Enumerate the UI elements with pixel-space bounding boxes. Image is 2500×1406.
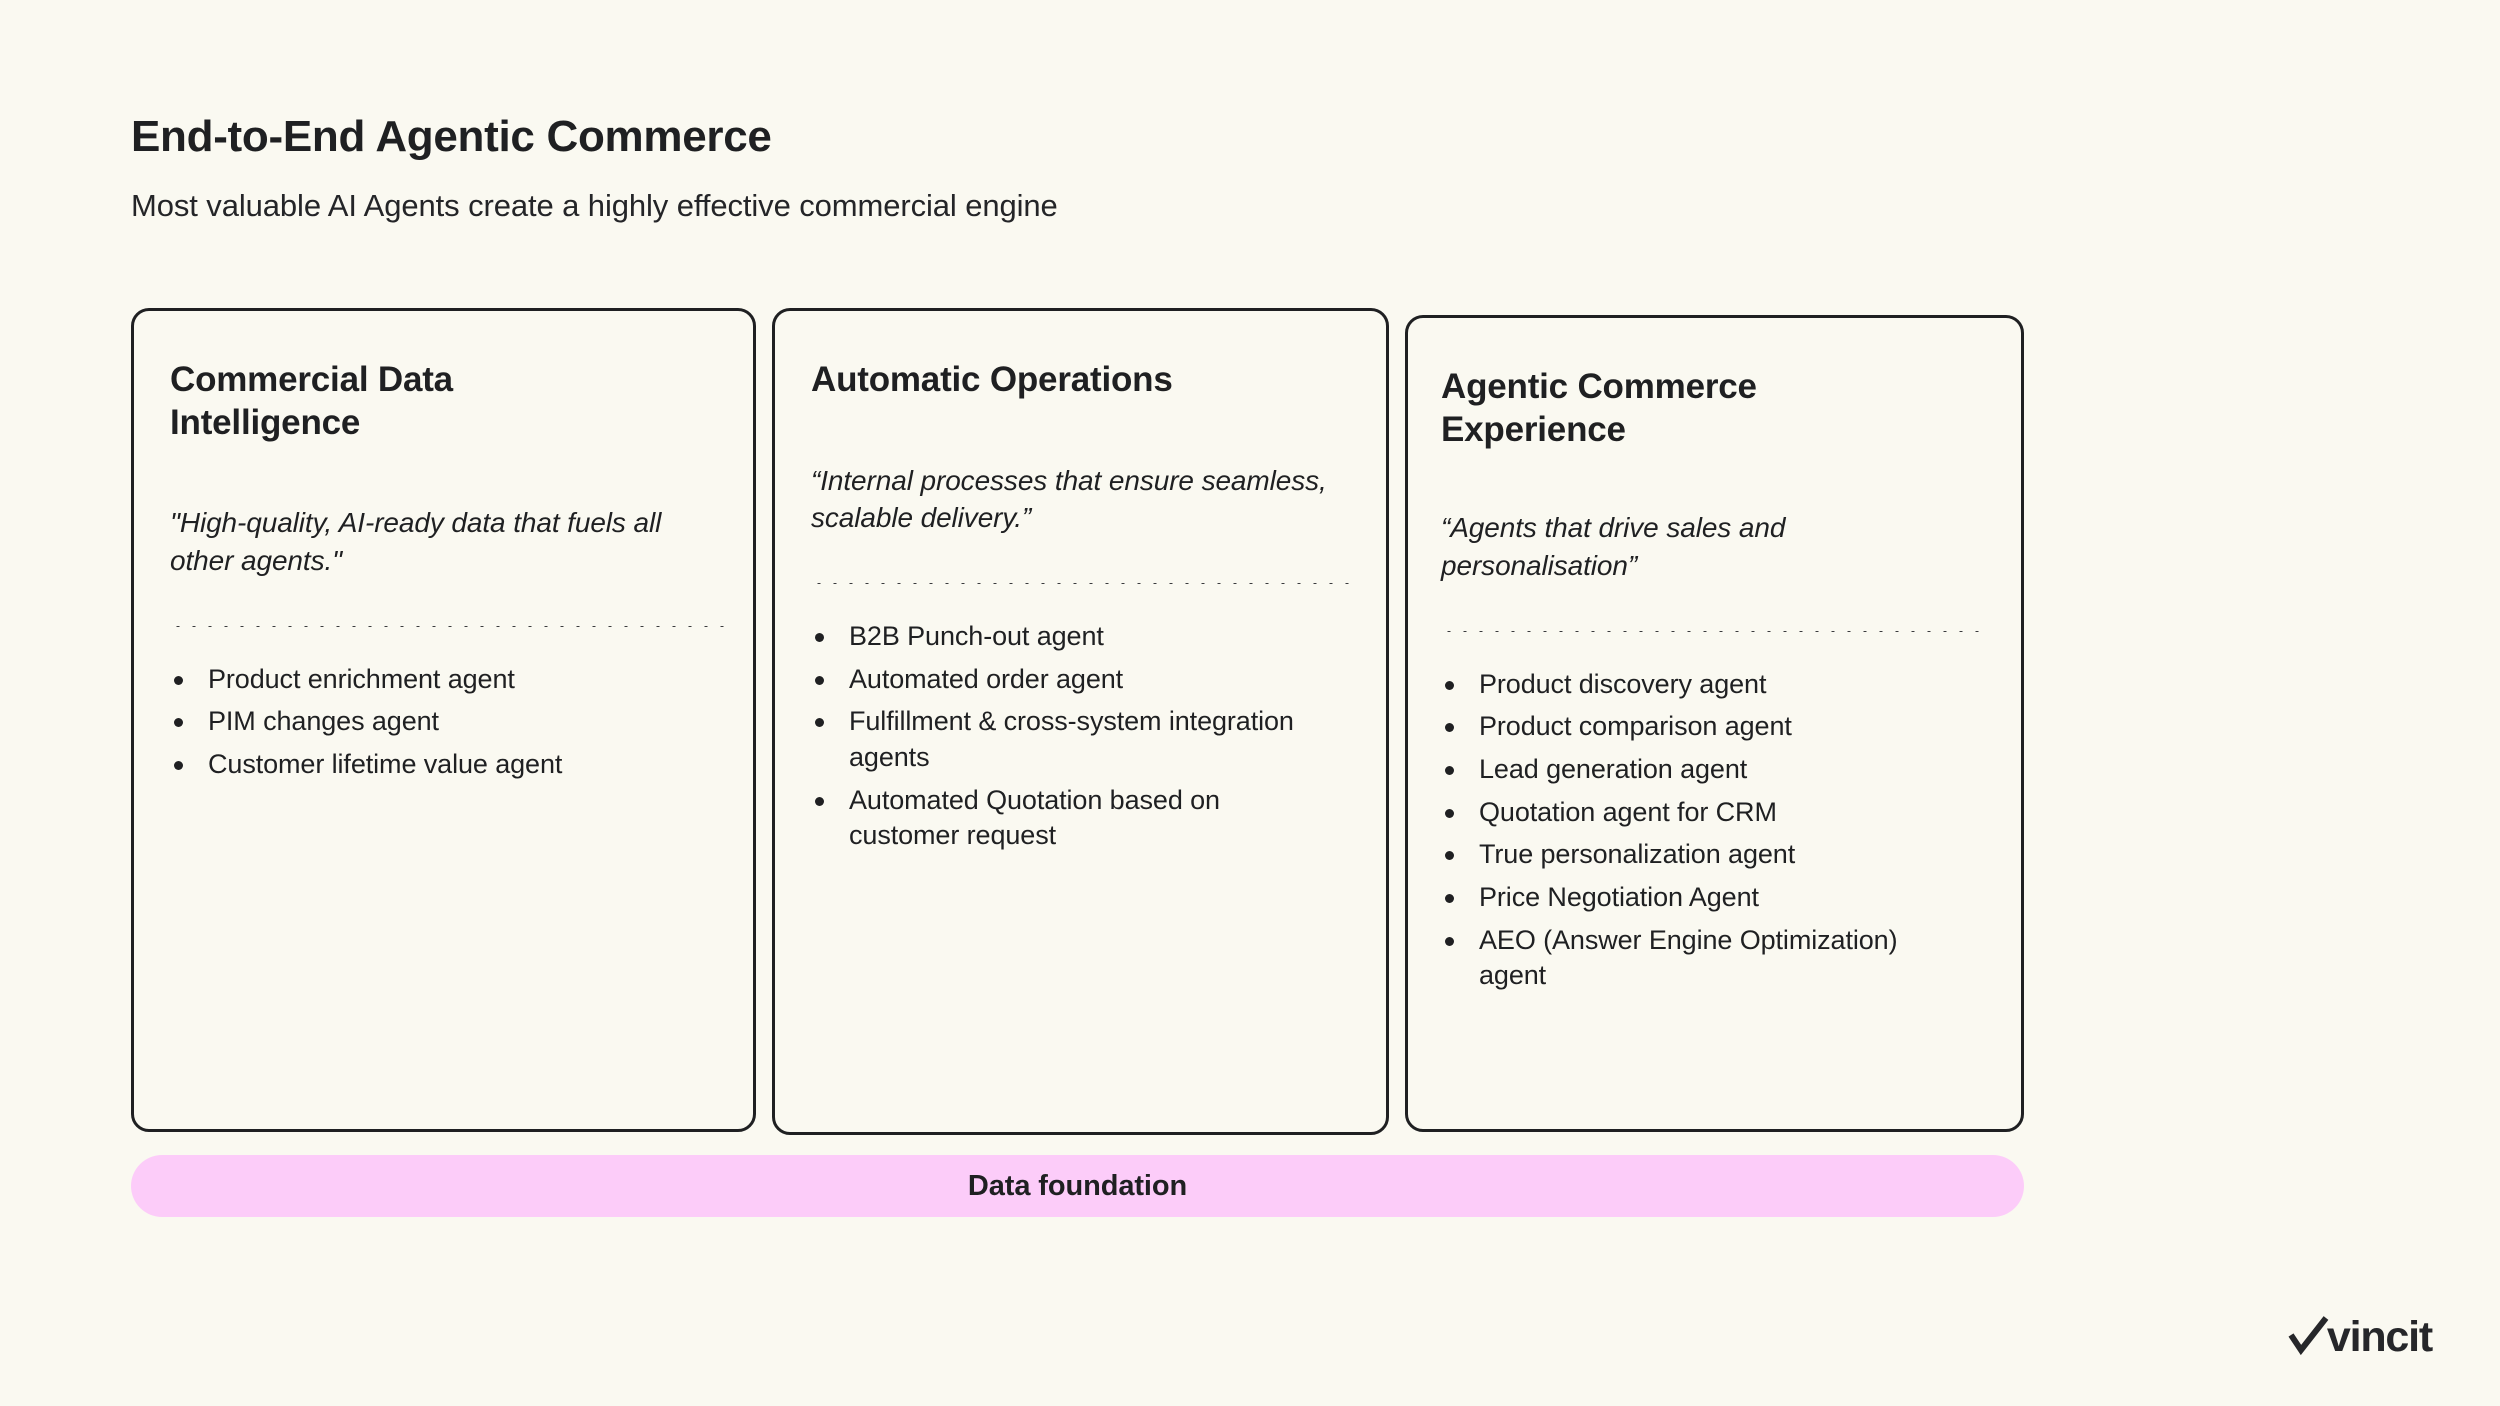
list-item: Fulfillment & cross-system integration a… xyxy=(811,704,1350,775)
card-bullet-list: Product enrichment agent PIM changes age… xyxy=(170,629,717,783)
card-title: Agentic Commerce Experience xyxy=(1441,367,1757,449)
list-item: Lead generation agent xyxy=(1441,752,1985,788)
list-item: Quotation agent for CRM xyxy=(1441,795,1985,831)
page-subtitle: Most valuable AI Agents create a highly … xyxy=(131,187,1058,223)
card-quote: “Agents that drive sales and personalisa… xyxy=(1441,512,1786,581)
list-item: Automated Quotation based on customer re… xyxy=(811,783,1350,854)
list-item: Product enrichment agent xyxy=(170,662,717,698)
list-item: B2B Punch-out agent xyxy=(811,619,1350,655)
card-quote: “Internal processes that ensure seamless… xyxy=(811,464,1327,533)
list-item: True personalization agent xyxy=(1441,837,1985,873)
card-body: Agentic Commerce Experience “Agents that… xyxy=(1408,318,2021,994)
slide-header: End-to-End Agentic Commerce Most valuabl… xyxy=(131,112,2131,224)
card-body: Automatic Operations “Internal processes… xyxy=(775,311,1386,854)
dotted-divider xyxy=(1441,628,1991,634)
card-agentic-commerce-experience: Agentic Commerce Experience “Agents that… xyxy=(1405,315,2024,1132)
card-title: Commercial Data Intelligence xyxy=(170,360,453,442)
card-automatic-operations: Automatic Operations “Internal processes… xyxy=(772,308,1389,1135)
card-body: Commercial Data Intelligence "High-quali… xyxy=(134,311,753,783)
card-row: Commercial Data Intelligence "High-quali… xyxy=(131,308,2024,1135)
list-item: Product comparison agent xyxy=(1441,709,1985,745)
card-bullet-list: B2B Punch-out agent Automated order agen… xyxy=(811,586,1350,854)
check-icon xyxy=(2286,1313,2330,1362)
card-quote: "High-quality, AI-ready data that fuels … xyxy=(170,507,662,576)
data-foundation-label: Data foundation xyxy=(967,1169,1188,1202)
list-item: Customer lifetime value agent xyxy=(170,747,717,783)
list-item: AEO (Answer Engine Optimization) agent xyxy=(1441,923,1985,994)
card-title: Automatic Operations xyxy=(811,360,1173,399)
page-title: End-to-End Agentic Commerce xyxy=(131,112,772,161)
data-foundation-banner: Data foundation xyxy=(131,1155,2024,1217)
list-item: Automated order agent xyxy=(811,662,1350,698)
list-item: Price Negotiation Agent xyxy=(1441,880,1985,916)
dotted-divider xyxy=(170,623,730,629)
vincit-logo-text: vincit xyxy=(2326,1313,2433,1361)
vincit-logo: vincit xyxy=(2286,1313,2433,1362)
list-item: Product discovery agent xyxy=(1441,667,1985,703)
card-bullet-list: Product discovery agent Product comparis… xyxy=(1441,634,1985,994)
list-item: PIM changes agent xyxy=(170,704,717,740)
card-commercial-data-intelligence: Commercial Data Intelligence "High-quali… xyxy=(131,308,756,1132)
dotted-divider xyxy=(811,581,1359,587)
